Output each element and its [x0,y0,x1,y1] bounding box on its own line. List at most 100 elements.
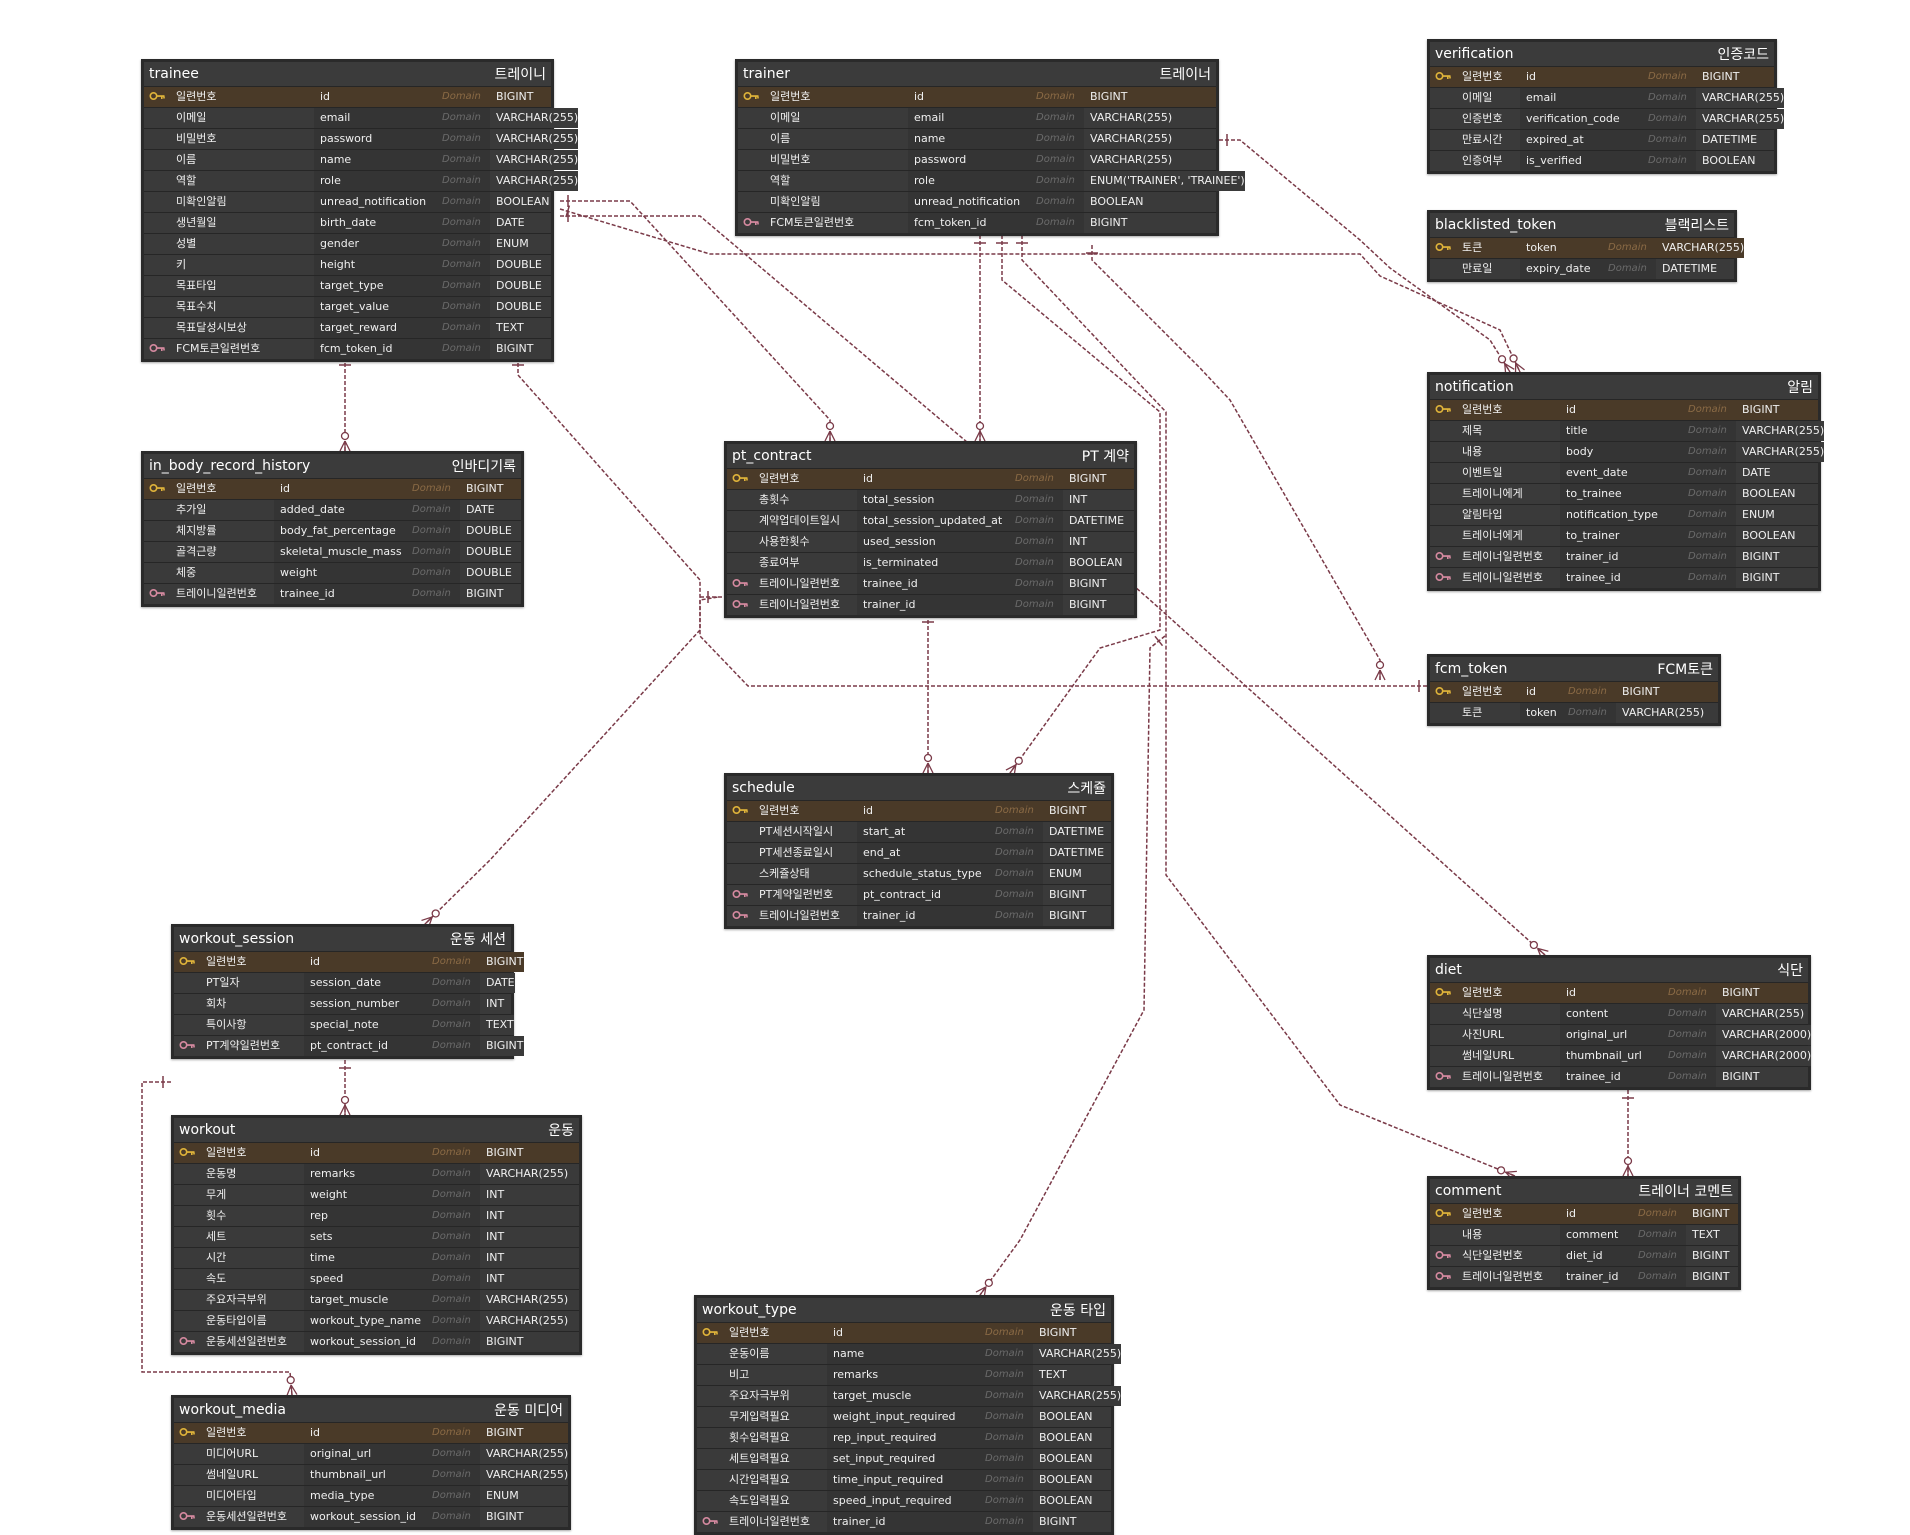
relationship-trainee-to-workout-session[interactable] [421,357,700,928]
relationship-fcm-token-to-trainee[interactable] [976,636,1165,1298]
relationship-diet-to-comment[interactable] [1622,1090,1634,1176]
relationship-trainee-to-in-body-record-history[interactable] [339,357,351,451]
relationship-pt-contract-to-workout-session[interactable] [700,591,724,603]
